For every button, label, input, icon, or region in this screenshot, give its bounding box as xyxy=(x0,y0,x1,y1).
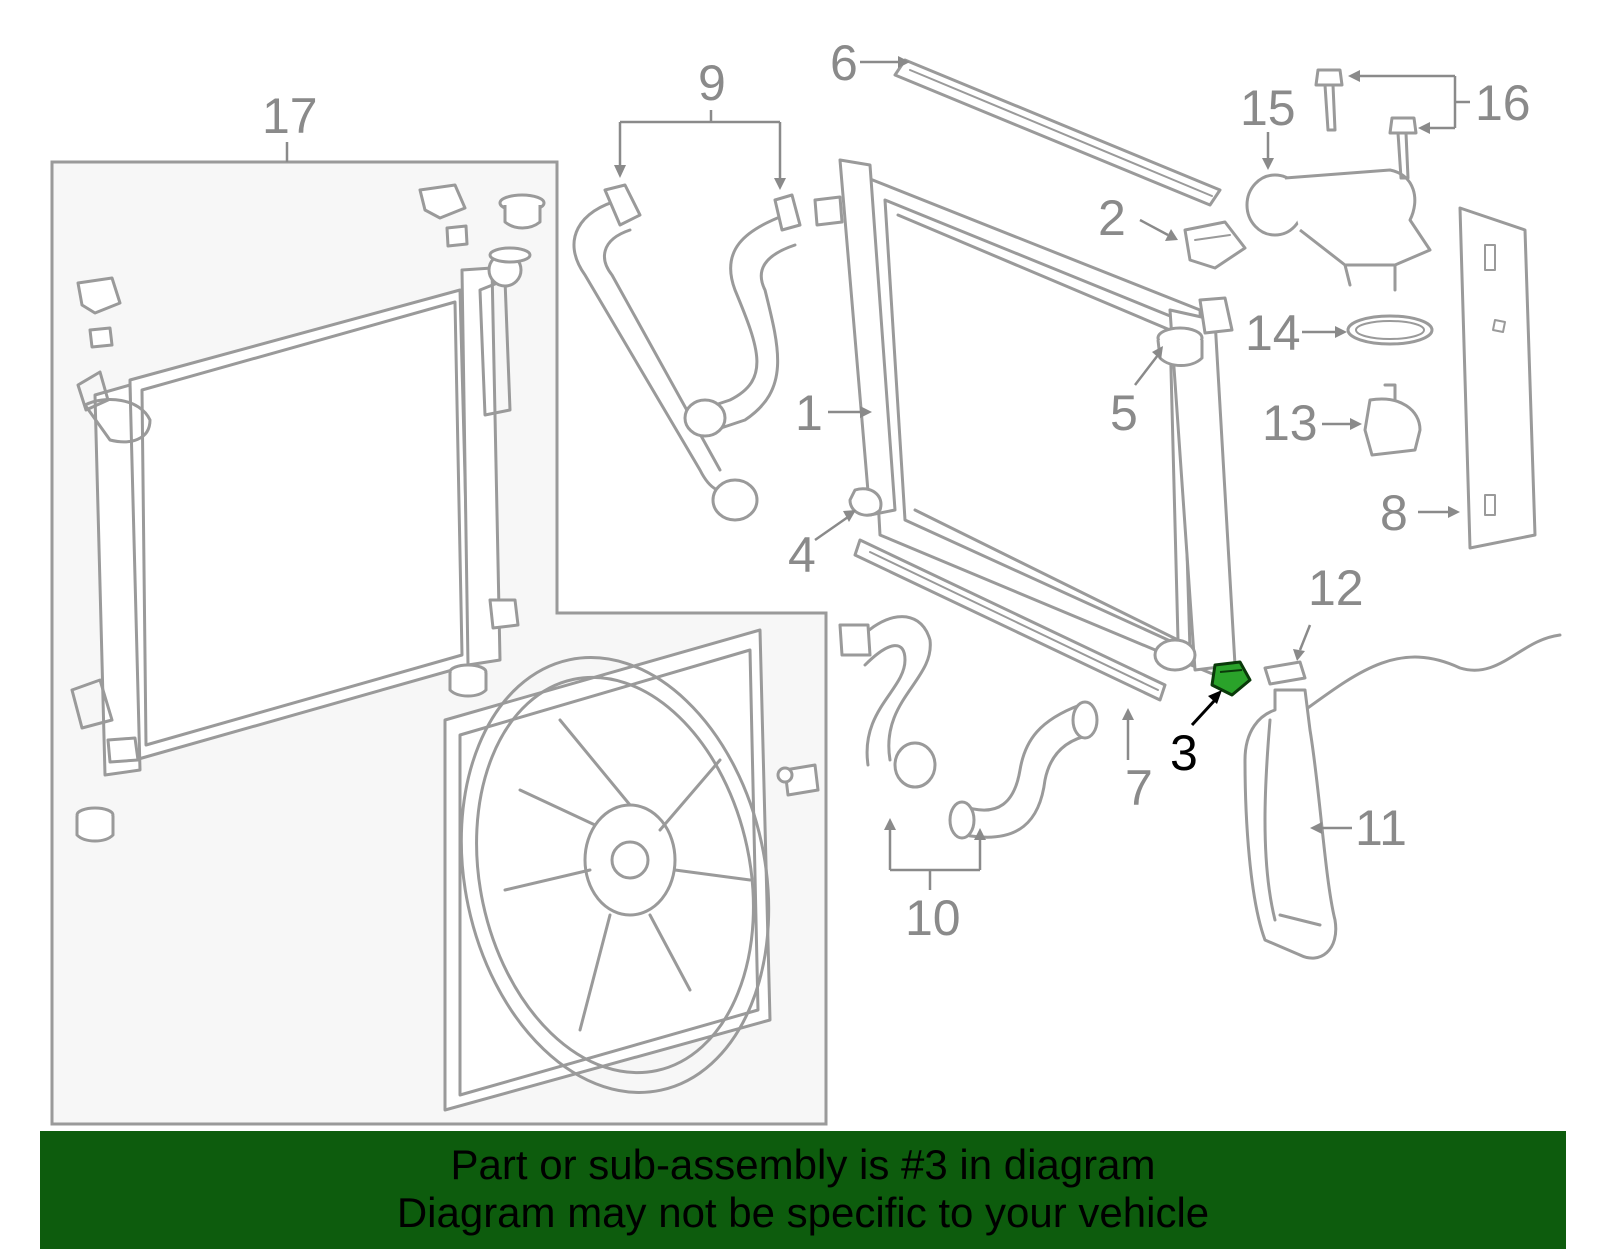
fan-shroud-assembly xyxy=(443,628,820,1112)
subassembly-small-parts xyxy=(75,183,546,843)
part-5-cap xyxy=(1156,326,1204,367)
part-14-gasket xyxy=(1346,314,1434,346)
part-7-seal xyxy=(853,538,1167,702)
leader-9 xyxy=(618,110,782,178)
subassembly-radiator xyxy=(70,246,532,777)
part-10-lower-hoses xyxy=(838,615,1099,840)
part-16-bolts xyxy=(1314,68,1418,180)
leader-3 xyxy=(1190,698,1217,727)
callout-7: 7 xyxy=(1125,760,1153,816)
leader-10 xyxy=(888,830,982,890)
callout-17: 17 xyxy=(262,88,318,144)
banner-line-1: Part or sub-assembly is #3 in diagram xyxy=(450,1141,1156,1188)
callout-9: 9 xyxy=(698,55,726,111)
callout-12: 12 xyxy=(1308,560,1364,616)
callout-3: 3 xyxy=(1170,725,1198,781)
callout-1: 1 xyxy=(795,385,823,441)
callout-10: 10 xyxy=(905,890,961,946)
part-3-highlighted xyxy=(1210,660,1252,697)
part-1-radiator xyxy=(813,158,1237,677)
callout-4: 4 xyxy=(788,527,816,583)
callout-2: 2 xyxy=(1098,190,1126,246)
callout-6: 6 xyxy=(830,35,858,91)
part-15-thermostat-housing xyxy=(1245,168,1432,292)
leader-12 xyxy=(1298,624,1312,651)
callout-8: 8 xyxy=(1380,485,1408,541)
leader-4 xyxy=(814,515,849,542)
callout-13: 13 xyxy=(1262,395,1318,451)
callout-11: 11 xyxy=(1355,800,1407,856)
leader-2 xyxy=(1139,218,1169,237)
part-8-panel xyxy=(1458,206,1537,550)
part-13-thermostat xyxy=(1363,383,1422,457)
callout-14: 14 xyxy=(1245,305,1301,361)
callout-5: 5 xyxy=(1110,385,1138,441)
callout-16: 16 xyxy=(1475,75,1531,131)
info-banner: Part or sub-assembly is #3 in diagram Di… xyxy=(40,1131,1566,1249)
part-2-bracket xyxy=(1183,220,1247,270)
leader-16 xyxy=(1360,74,1470,130)
part-12-cap-and-hose xyxy=(1263,633,1562,712)
callout-15: 15 xyxy=(1240,80,1296,136)
part-6-seal xyxy=(893,58,1222,207)
part-11-reservoir xyxy=(1243,688,1338,960)
leader-5 xyxy=(1134,354,1159,386)
part-9-upper-hoses xyxy=(572,183,802,522)
banner-line-2: Diagram may not be specific to your vehi… xyxy=(396,1189,1210,1236)
